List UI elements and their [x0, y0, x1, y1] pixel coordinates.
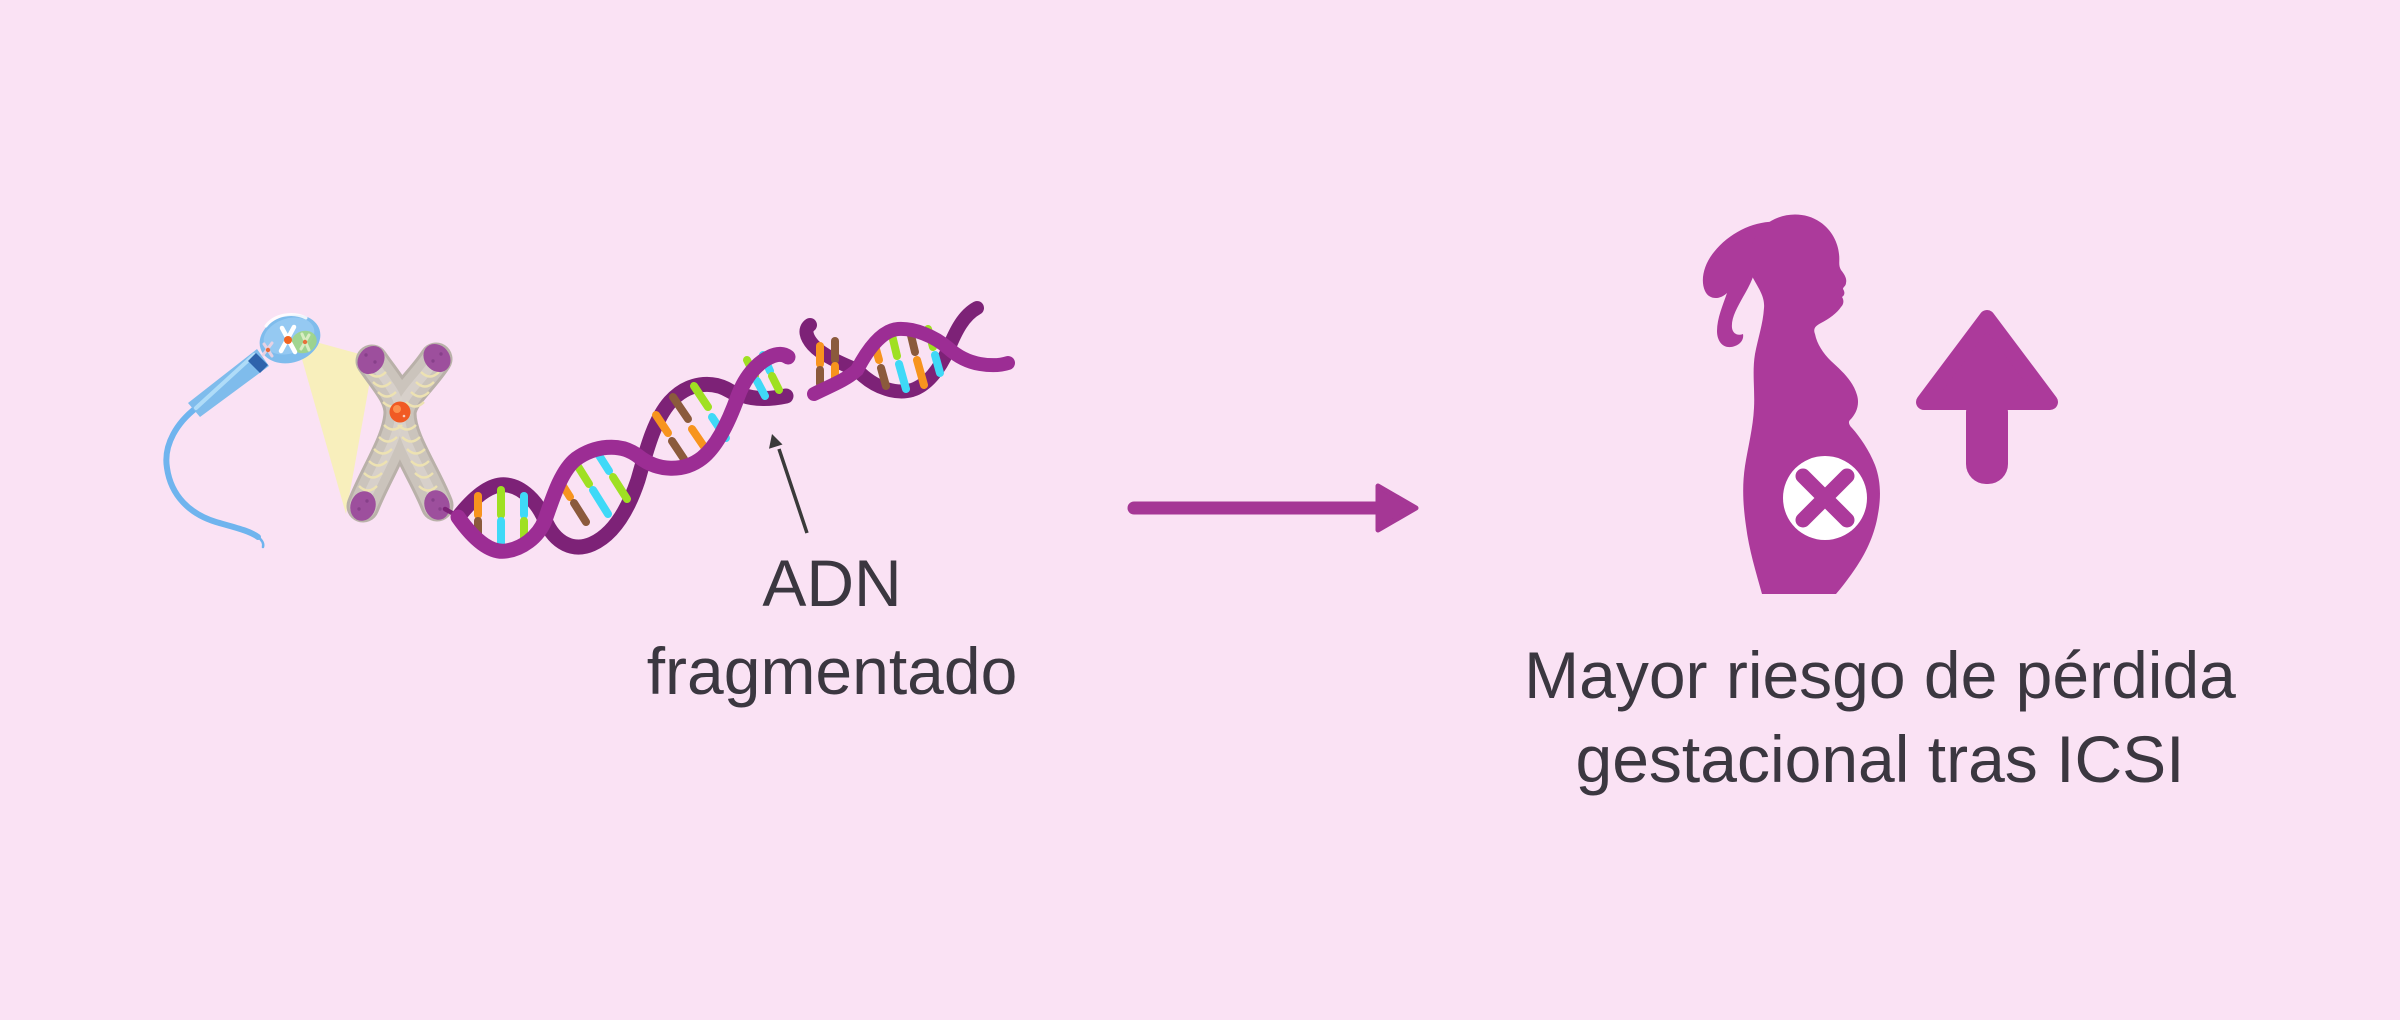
dna-rungs-right	[816, 323, 944, 393]
telomere-caps	[350, 343, 451, 521]
light-beam	[300, 339, 374, 514]
mini-chromosome-icon	[261, 324, 311, 358]
dna-front-ribbon-left	[450, 346, 796, 559]
sperm-tail	[163, 405, 261, 540]
sperm-midpiece	[188, 349, 269, 417]
sperm-neck-band	[248, 353, 268, 373]
right-arrow-icon	[1127, 483, 1419, 533]
fragmented-dna-label: ADN fragmentado	[647, 539, 1018, 715]
fragmented-dna-label-line1: ADN	[762, 546, 902, 620]
up-arrow-icon	[1916, 310, 2058, 484]
gestational-loss-label: Mayor riesgo de pérdida gestacional tras…	[1524, 633, 2236, 801]
fragmented-dna-label-line2: fragmentado	[646, 634, 1018, 708]
fragmented-dna-helix-icon	[442, 301, 1015, 559]
centromere	[389, 401, 411, 423]
chromosome-icon	[346, 342, 454, 523]
pregnant-woman-icon	[1702, 214, 1880, 594]
dna-front-ribbon-right	[807, 321, 1015, 401]
sperm-cell-icon	[163, 313, 321, 549]
pointer-arrow-icon	[769, 434, 809, 534]
gestational-loss-label-line1: Mayor riesgo de pérdida	[1524, 638, 2236, 712]
cross-circle-icon	[1783, 456, 1867, 540]
gestational-loss-label-line2: gestacional tras ICSI	[1575, 722, 2185, 796]
